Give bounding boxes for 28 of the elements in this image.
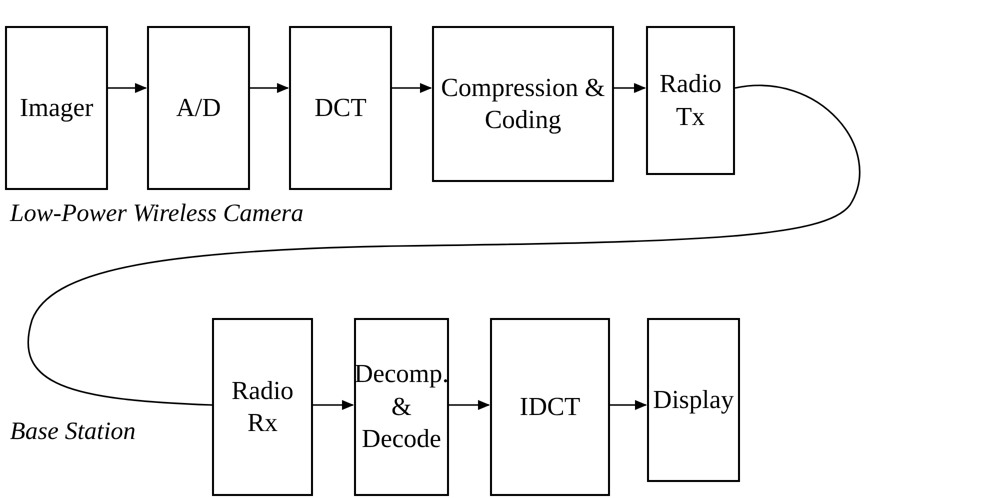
arrow	[610, 400, 647, 410]
process-box	[647, 318, 740, 482]
box-label: Display	[653, 384, 734, 416]
box-label: Radio Rx	[230, 374, 295, 439]
process-box	[5, 26, 108, 190]
process-box	[490, 318, 610, 496]
process-box	[147, 26, 250, 190]
process-box	[646, 26, 735, 175]
box-label: IDCT	[520, 390, 580, 423]
arrow	[108, 83, 147, 93]
section-label: Low-Power Wireless Camera	[10, 200, 304, 228]
process-box	[432, 26, 614, 182]
section-label: Base Station	[10, 418, 136, 446]
process-box	[212, 318, 313, 496]
process-box	[354, 318, 449, 496]
box-label: Compression & Coding	[440, 72, 606, 136]
arrow	[614, 83, 646, 93]
box-label: A/D	[176, 92, 221, 124]
arrow	[313, 400, 354, 410]
process-box	[289, 26, 392, 190]
curved-link	[28, 85, 860, 406]
arrow	[392, 83, 432, 93]
box-label: Imager	[20, 92, 94, 124]
arrow	[250, 83, 289, 93]
box-label: Radio Tx	[658, 68, 723, 132]
box-label: Decomp. & Decode	[354, 358, 449, 456]
box-label: DCT	[314, 92, 366, 124]
arrow	[449, 400, 490, 410]
